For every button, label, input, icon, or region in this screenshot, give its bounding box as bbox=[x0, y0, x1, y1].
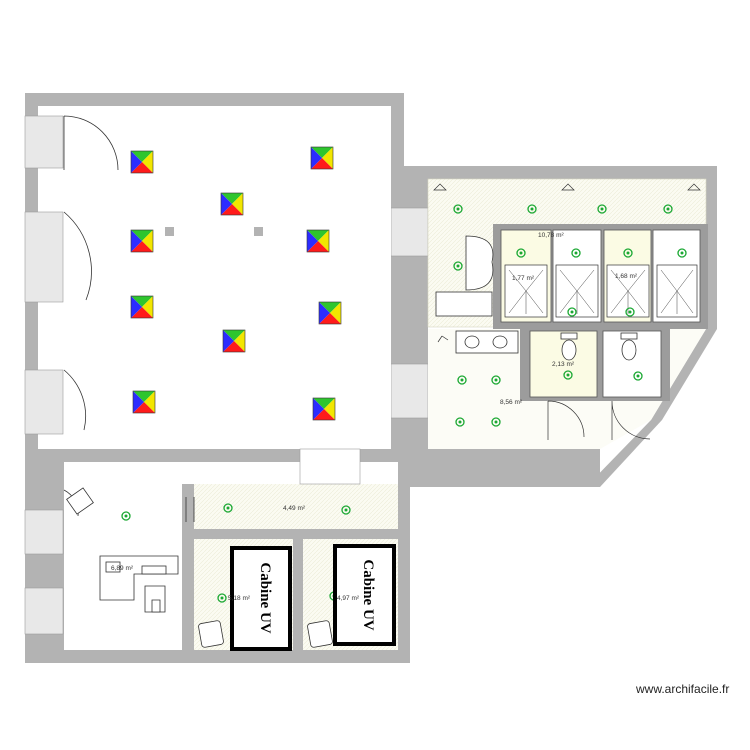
shower-booths bbox=[493, 224, 708, 440]
area-label-uv-room-1: 5,18 m² bbox=[228, 595, 251, 602]
cabin-label: Cabine UV bbox=[257, 562, 273, 633]
watermark: www.archifacile.fr bbox=[636, 682, 730, 696]
light-icon bbox=[491, 417, 501, 427]
light-icon bbox=[341, 505, 351, 515]
projector-icon bbox=[220, 192, 244, 216]
projector-icon bbox=[130, 229, 154, 253]
light-icon bbox=[457, 375, 467, 385]
uv-chairs bbox=[198, 620, 333, 648]
cabin-label: Cabine UV bbox=[360, 559, 376, 630]
ceiling-lights bbox=[121, 204, 687, 603]
light-icon bbox=[121, 511, 131, 521]
light-icon bbox=[567, 307, 577, 317]
light-icon bbox=[663, 204, 673, 214]
light-icon bbox=[453, 261, 463, 271]
light-icon bbox=[453, 204, 463, 214]
projectors bbox=[130, 146, 342, 421]
light-icon bbox=[516, 248, 526, 258]
projector-icon bbox=[312, 397, 336, 421]
light-icon bbox=[563, 370, 573, 380]
projector-icon bbox=[132, 390, 156, 414]
light-icon bbox=[223, 503, 233, 513]
windows-left bbox=[24, 115, 429, 635]
wall-lamps bbox=[433, 183, 701, 343]
light-icon bbox=[623, 248, 633, 258]
area-label-uv-room-2: 4,97 m² bbox=[337, 595, 360, 602]
uv-cabin-2: Cabine UV bbox=[333, 544, 396, 646]
projector-icon bbox=[310, 146, 334, 170]
office-furniture bbox=[66, 487, 179, 613]
area-label-shower-1: 1,77 m² bbox=[512, 275, 535, 282]
area-label-washroom: 8,56 m² bbox=[500, 399, 523, 406]
area-label-office: 6,89 m² bbox=[111, 565, 134, 572]
projector-icon bbox=[222, 329, 246, 353]
area-label-sanitary-block: 10,78 m² bbox=[538, 232, 564, 239]
light-icon bbox=[491, 375, 501, 385]
area-label-wc: 2,13 m² bbox=[552, 361, 575, 368]
light-icon bbox=[527, 204, 537, 214]
light-icon bbox=[677, 248, 687, 258]
light-icon bbox=[633, 371, 643, 381]
light-icon bbox=[571, 248, 581, 258]
uv-cabin-1: Cabine UV bbox=[230, 546, 292, 651]
sink-counter bbox=[435, 235, 519, 354]
projector-icon bbox=[318, 301, 342, 325]
projector-icon bbox=[130, 150, 154, 174]
projector-icon bbox=[306, 229, 330, 253]
light-icon bbox=[217, 593, 227, 603]
area-labels: 1,77 m² 10,78 m² 1,68 m² 2,13 m² 8,56 m²… bbox=[111, 232, 638, 602]
projector-icon bbox=[130, 295, 154, 319]
hall-columns bbox=[165, 227, 263, 236]
area-label-shower-3: 1,68 m² bbox=[615, 273, 638, 280]
light-icon bbox=[455, 417, 465, 427]
light-icon bbox=[625, 307, 635, 317]
light-icon bbox=[597, 204, 607, 214]
area-label-corridor: 4,49 m² bbox=[283, 505, 306, 512]
